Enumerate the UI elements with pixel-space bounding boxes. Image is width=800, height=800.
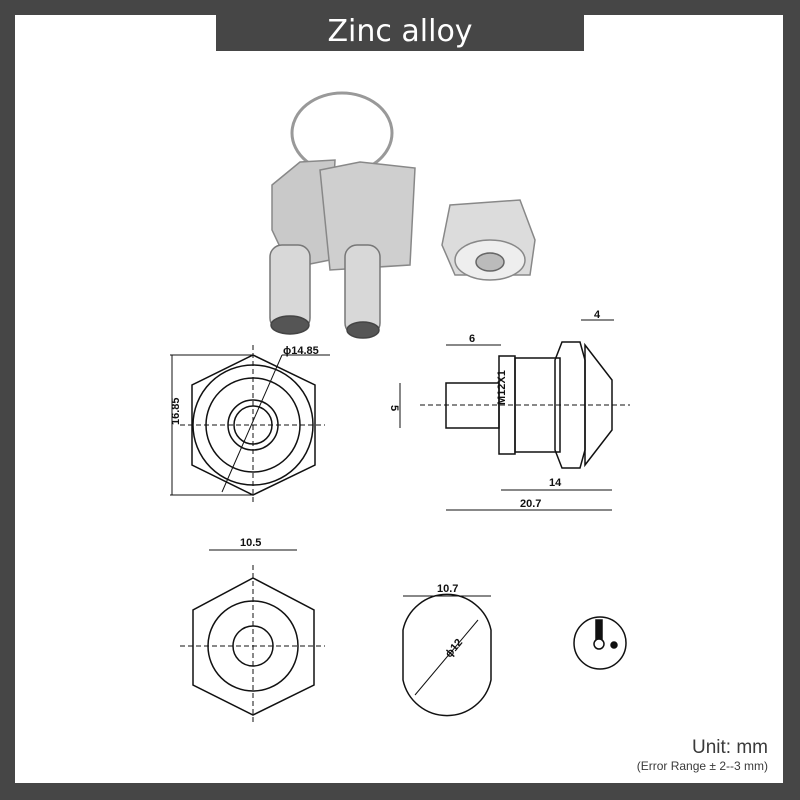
svg-text:M12X1: M12X1 bbox=[496, 370, 508, 405]
front-height-label: 16.85 bbox=[170, 397, 182, 425]
front-diameter-label: ϕ14.85 bbox=[283, 345, 319, 357]
svg-text:10.7: 10.7 bbox=[437, 583, 458, 595]
svg-text:5: 5 bbox=[388, 405, 400, 411]
cutout-view bbox=[402, 593, 492, 717]
svg-text:20.7: 20.7 bbox=[520, 498, 541, 510]
svg-text:14: 14 bbox=[549, 477, 562, 489]
svg-text:4: 4 bbox=[594, 309, 601, 321]
svg-text:6: 6 bbox=[469, 333, 475, 345]
nut-view bbox=[180, 549, 325, 725]
svg-text:10.5: 10.5 bbox=[240, 537, 261, 549]
svg-text:ϕ12: ϕ12 bbox=[443, 637, 465, 660]
product-photo bbox=[269, 91, 536, 339]
error-range: (Error Range ± 2--3 mm) bbox=[636, 759, 768, 773]
content-panel bbox=[15, 15, 783, 783]
unit-label: Unit: mm bbox=[692, 737, 768, 758]
side-view bbox=[399, 319, 630, 511]
unit-note: Unit: mm (Error Range ± 2--3 mm) bbox=[637, 737, 768, 773]
title-banner: Zinc alloy bbox=[216, 15, 584, 51]
key-face-view bbox=[573, 616, 627, 670]
front-view bbox=[170, 345, 330, 505]
